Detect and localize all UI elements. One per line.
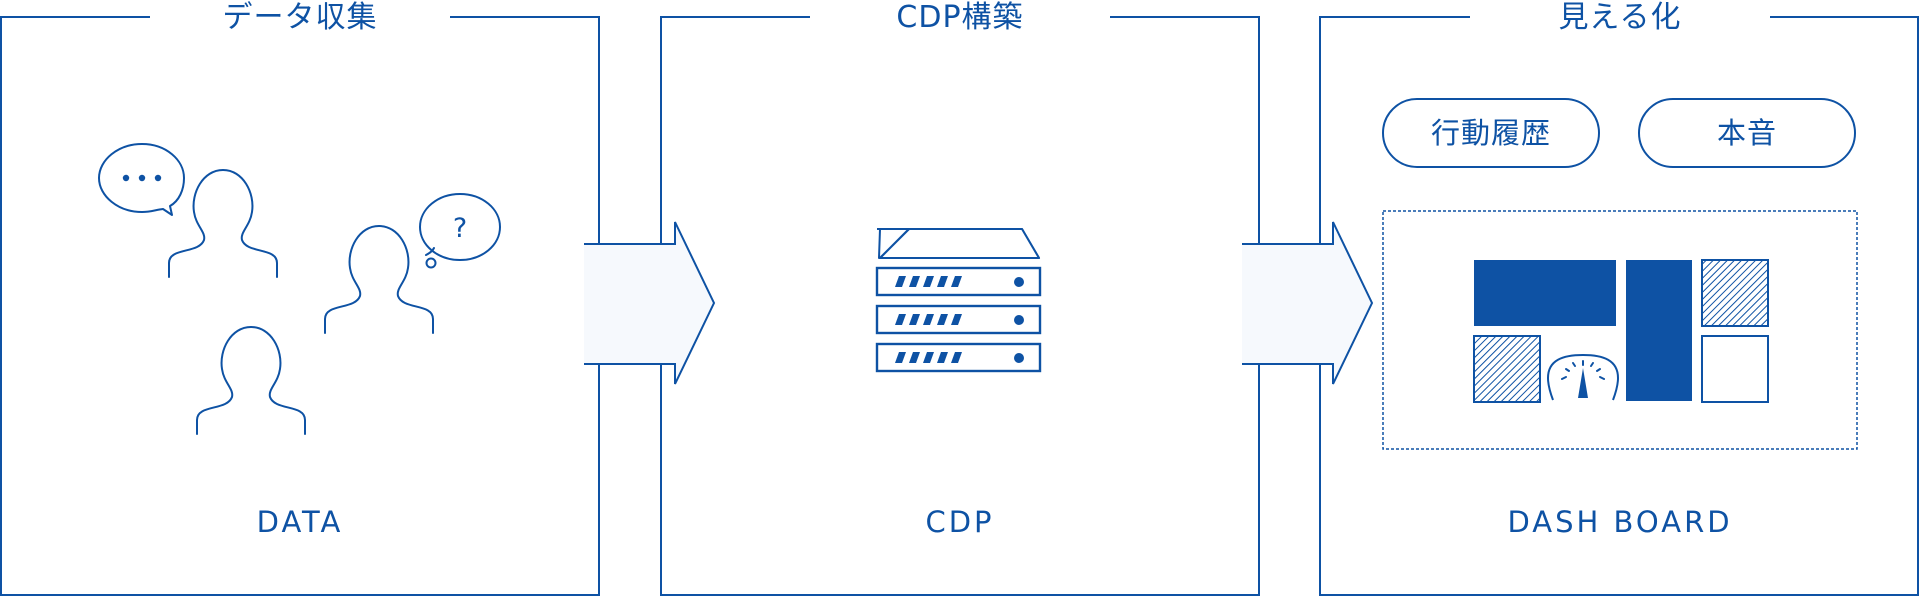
server-rack-icon <box>875 228 1042 373</box>
person-icon <box>324 225 434 334</box>
widget-hatched-top <box>1701 259 1769 327</box>
person-icon <box>168 169 278 278</box>
panel-heading-cdp: CDP構築 <box>810 0 1110 36</box>
panel-heading-data: データ収集 <box>150 0 450 36</box>
dashboard-frame <box>1382 210 1858 450</box>
person-icon <box>196 326 306 435</box>
panel-caption-data: DATA <box>256 505 344 539</box>
tag-true-voice: 本音 <box>1638 98 1856 168</box>
tag-behavior-history: 行動履歴 <box>1382 98 1600 168</box>
arrow-right-icon <box>584 221 716 385</box>
widget-block-tall <box>1626 260 1692 401</box>
widget-block-wide <box>1474 260 1616 326</box>
thought-bubble-icon <box>419 193 501 261</box>
panel-heading-dashboard: 見える化 <box>1470 0 1770 36</box>
panel-caption-dashboard: DASH BOARD <box>1507 505 1733 539</box>
speedometer-icon <box>1546 353 1620 401</box>
panel-caption-cdp: CDP <box>925 505 995 539</box>
speech-bubble-icon <box>98 143 185 216</box>
widget-hatched-left <box>1473 335 1541 403</box>
widget-empty <box>1701 335 1769 403</box>
bubble-question-mark: ? <box>453 213 467 244</box>
dashboard-widgets <box>1473 259 1769 403</box>
arrow-right-icon <box>1242 221 1374 385</box>
